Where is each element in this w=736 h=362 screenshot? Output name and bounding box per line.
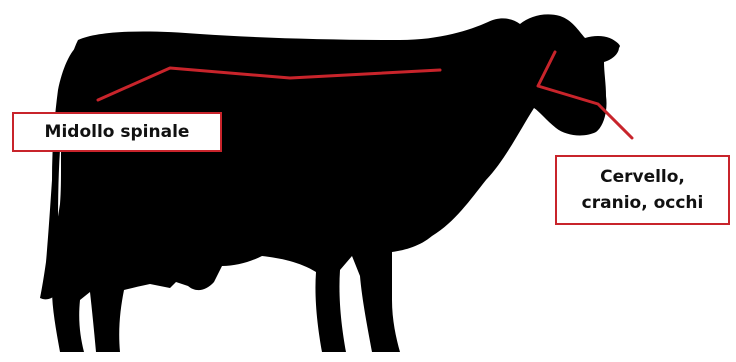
spinal-cord-label: Midollo spinale [12, 112, 222, 152]
spinal-cord-label-text: Midollo spinale [45, 122, 190, 142]
brain-skull-eyes-label: Cervello, cranio, occhi [555, 155, 730, 225]
brain-label-line-2: cranio, occhi [582, 190, 704, 216]
brain-label-line-1: Cervello, [600, 164, 685, 190]
cow-silhouette [40, 14, 620, 352]
